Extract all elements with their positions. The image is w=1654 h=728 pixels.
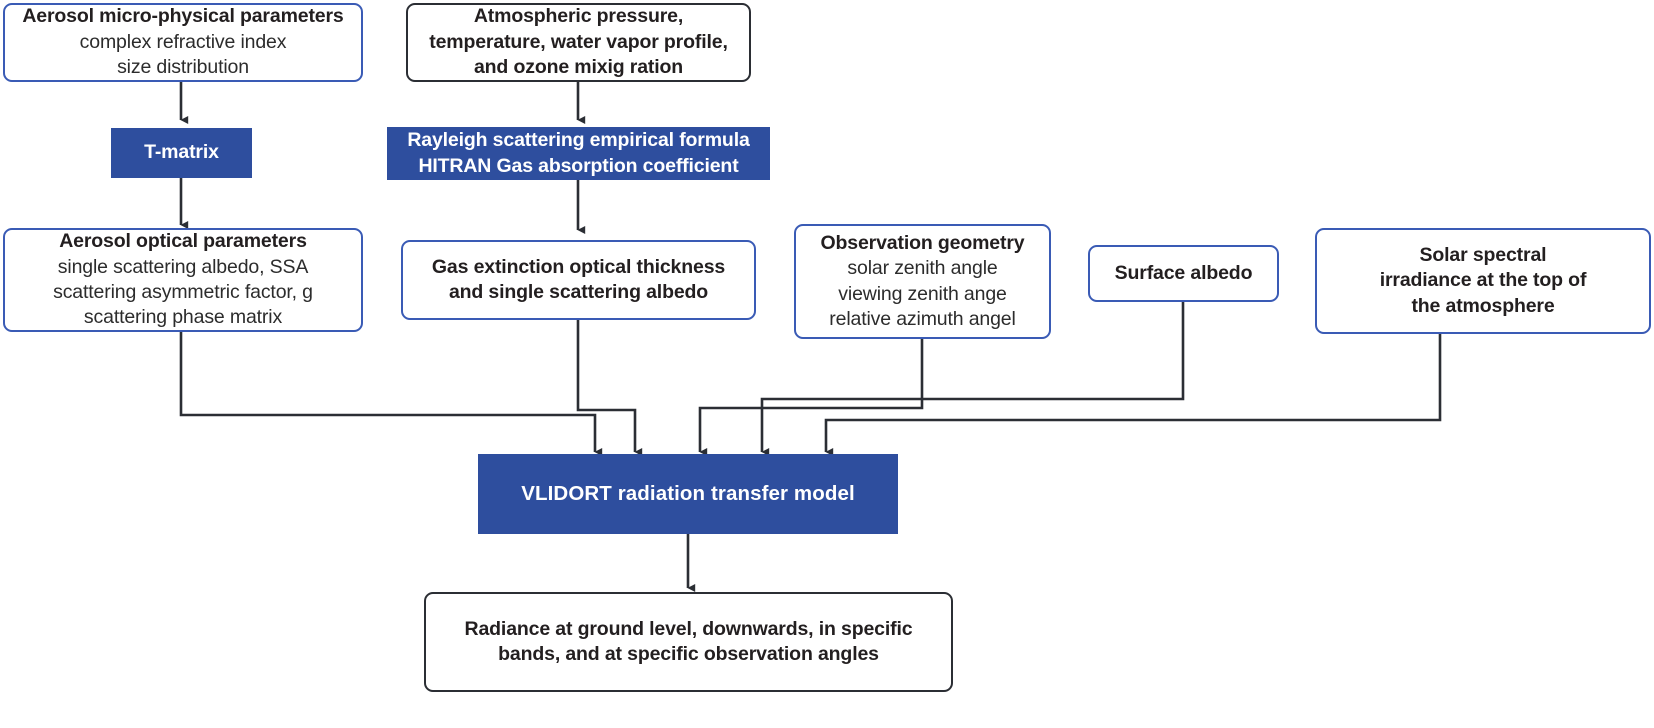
node-line: single scattering albedo, SSA [57,255,309,278]
node-line: complex refractive index [79,30,287,53]
node-line: relative azimuth angel [829,307,1016,330]
node-solar-spectral-irradiance[interactable]: Solar spectral irradiance at the top of … [1315,228,1651,334]
node-rayleigh-scattering-hitran[interactable]: Rayleigh scattering empirical formula HI… [387,127,770,180]
edge-aerosol-optical-to-vlidort [179,332,603,457]
node-line: VLIDORT radiation transfer model [521,481,855,505]
node-aerosol-optical-parameters[interactable]: Aerosol optical parameters single scatte… [3,228,363,332]
node-aerosol-micro-physical-parameters[interactable]: Aerosol micro-physical parameters comple… [3,3,363,82]
node-line: Solar spectral [1419,243,1547,266]
node-line: Rayleigh scattering empirical formula [407,129,750,152]
edge-gas-extinction-to-vlidort [576,320,643,457]
node-line: bands, and at specific observation angle… [498,643,879,665]
node-line: scattering phase matrix [83,306,283,329]
node-line: Radiance at ground level, downwards, in … [464,617,913,640]
node-line: viewing zenith ange [838,282,1007,305]
node-t-matrix[interactable]: T-matrix [111,128,252,178]
node-line: Aerosol micro-physical parameters [22,5,344,28]
node-gas-extinction-optical-thickness[interactable]: Gas extinction optical thickness and sin… [401,240,756,320]
node-observation-geometry[interactable]: Observation geometry solar zenith angle … [794,224,1051,339]
node-line: Gas extinction optical thickness [431,255,726,278]
node-atmospheric-pressure-temperature-profile[interactable]: Atmospheric pressure, temperature, water… [406,3,751,82]
edge-solar-irradiance-to-vlidort [824,334,1442,457]
node-surface-albedo[interactable]: Surface albedo [1088,245,1279,302]
node-line: irradiance at the top of [1379,269,1587,292]
node-line: HITRAN Gas absorption coefficient [418,154,739,177]
node-line: solar zenith angle [847,257,998,280]
node-line: temperature, water vapor profile, [429,30,728,53]
edge-observation-geometry-to-vlidort [698,339,924,457]
node-radiance-at-ground-level[interactable]: Radiance at ground level, downwards, in … [424,592,953,692]
node-line: Atmospheric pressure, [473,5,684,28]
node-line: Aerosol optical parameters [59,230,307,253]
node-line: T-matrix [144,141,219,164]
node-vlidort-radiation-transfer-model[interactable]: VLIDORT radiation transfer model [478,454,898,534]
node-line: size distribution [117,56,249,79]
node-line: Surface albedo [1114,261,1253,284]
node-line: Observation geometry [820,231,1025,254]
node-line: the atmosphere [1411,294,1555,317]
node-line: and ozone mixig ration [473,56,684,79]
node-line: scattering asymmetric factor, g [53,281,313,303]
node-line: and single scattering albedo [448,281,709,303]
